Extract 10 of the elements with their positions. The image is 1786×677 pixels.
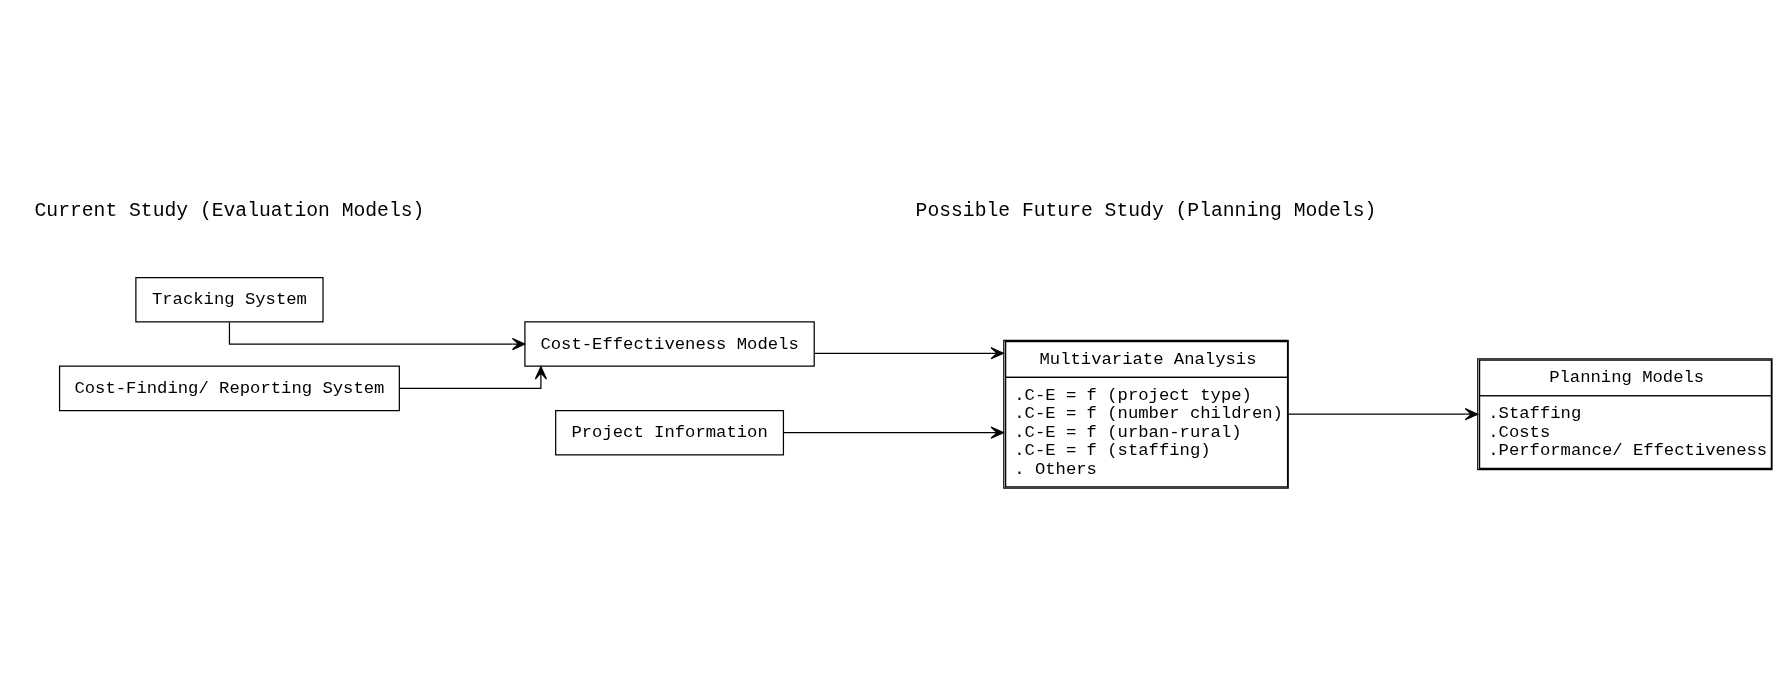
- node-box: Cost-Effectiveness Models: [524, 321, 815, 367]
- arrow: [1287, 408, 1479, 421]
- arrow: [813, 347, 1005, 360]
- node-box: Cost-Finding/ Reporting System: [58, 365, 400, 412]
- node-box: Tracking System: [135, 276, 324, 323]
- label: Possible Future Study (Planning Models): [915, 199, 1377, 222]
- label: Current Study (Evaluation Models): [34, 199, 425, 222]
- node-box: Project Information: [555, 409, 785, 456]
- arrow: [783, 426, 1004, 439]
- arrow: [399, 366, 548, 389]
